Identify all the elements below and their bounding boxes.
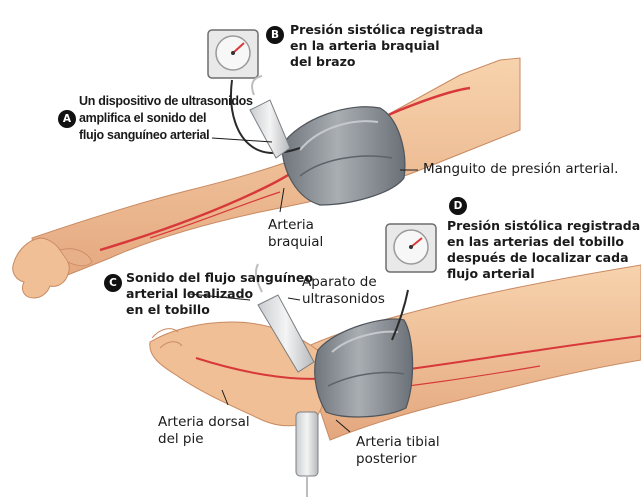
sphygmomanometer-gauge-icon	[208, 30, 258, 78]
label-ultrasound-device: Aparato de ultrasonidos	[302, 274, 385, 308]
ultrasound-probe-icon	[296, 412, 318, 497]
label-a: Un dispositivo de ultrasonidos amplifica…	[79, 93, 253, 144]
sphygmomanometer-gauge-icon	[386, 224, 436, 272]
label-brachial-artery: Arteria braquial	[268, 217, 323, 251]
label-d: Presión sistólica registrada en las arte…	[447, 218, 640, 282]
badge-b: B	[266, 26, 284, 44]
label-c: Sonido del flujo sanguíneo arterial loca…	[126, 270, 313, 318]
arm-cuff	[282, 107, 405, 205]
label-dorsal-artery: Arteria dorsal del pie	[158, 414, 250, 448]
label-tibial-artery: Arteria tibial posterior	[356, 434, 440, 468]
label-b: Presión sistólica registrada en la arter…	[290, 22, 483, 70]
badge-c: C	[104, 274, 122, 292]
badge-a: A	[58, 110, 76, 128]
arm-probe-cable	[252, 76, 262, 95]
label-cuff: Manguito de presión arterial.	[423, 161, 618, 178]
badge-d: D	[449, 197, 467, 215]
leg-cuff	[315, 319, 413, 417]
